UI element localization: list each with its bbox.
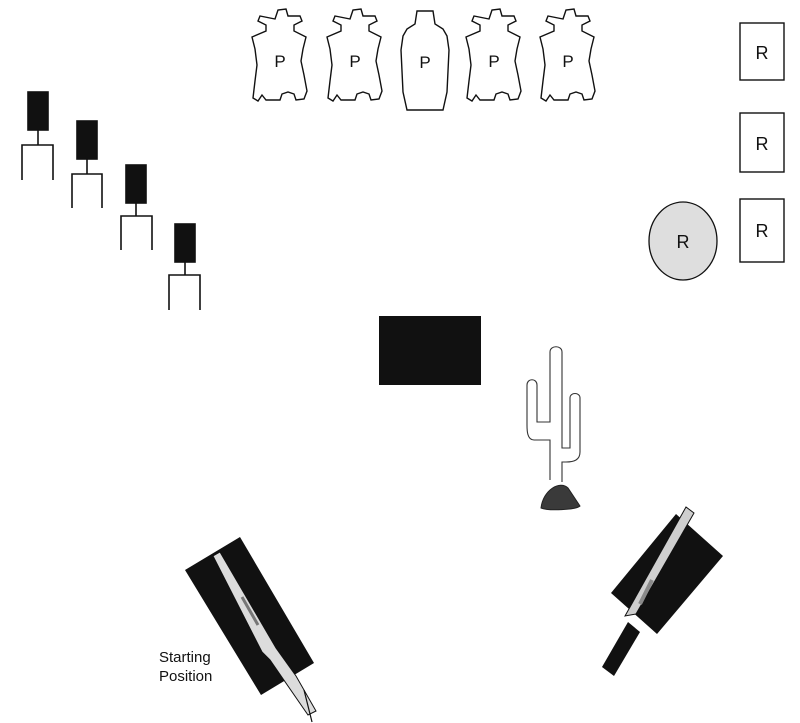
target-label: P	[419, 53, 430, 72]
barricade	[379, 316, 481, 385]
target-label: P	[562, 52, 573, 71]
rifle-targets: R R R R	[649, 23, 784, 280]
starting-position-label-line2: Position	[159, 668, 212, 685]
target-label: R	[756, 43, 769, 63]
target-label: R	[677, 232, 690, 252]
steel-plate-stands	[22, 92, 200, 310]
starting-position-table	[185, 537, 316, 722]
cactus-prop	[527, 347, 580, 482]
shotgun-table	[602, 507, 723, 676]
cowboy-target-3: P	[466, 9, 521, 101]
rifle-square-target-1: R	[740, 23, 784, 80]
starting-position-label-line1: Starting	[159, 649, 211, 666]
plate-stand-1	[22, 92, 53, 180]
plate-stand-3	[121, 165, 152, 250]
plate-stand-4	[169, 224, 200, 310]
target-label: R	[756, 134, 769, 154]
pistol-targets: P P P P P	[252, 9, 595, 110]
target-label: P	[488, 52, 499, 71]
cowboy-target-1: P	[252, 9, 307, 101]
plate-stand-2	[72, 121, 102, 208]
rifle-square-target-2: R	[740, 113, 784, 172]
rock-icon	[541, 485, 580, 510]
target-label: P	[349, 52, 360, 71]
rifle-round-plate: R	[649, 202, 717, 280]
target-label: P	[274, 52, 285, 71]
cowboy-target-4: P	[540, 9, 595, 101]
target-label: R	[756, 221, 769, 241]
silhouette-target-center: P	[401, 11, 449, 110]
cowboy-target-2: P	[327, 9, 382, 101]
rifle-square-target-3: R	[740, 199, 784, 262]
